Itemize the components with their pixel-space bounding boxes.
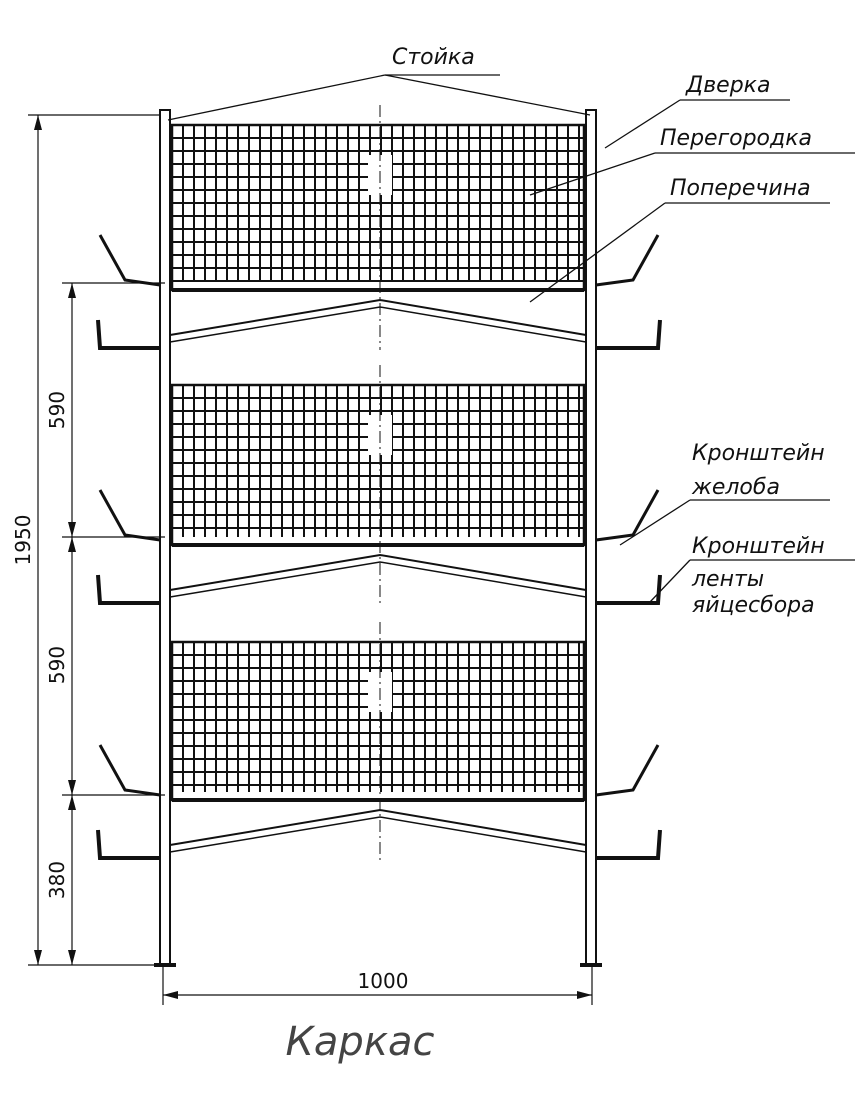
label-kronshtein-lenty-3: яйцесбора xyxy=(692,593,815,618)
crossbar xyxy=(169,298,587,336)
egg-belt-bracket-left xyxy=(96,574,160,605)
cage-mesh-tier-2 xyxy=(170,383,586,547)
trough-bracket-right xyxy=(595,234,660,287)
egg-belt-bracket-left xyxy=(96,829,160,860)
egg-belt-bracket-left xyxy=(96,319,160,350)
diagram-title: Каркас xyxy=(286,1019,435,1065)
trough-bracket-right xyxy=(595,489,660,542)
crossbar xyxy=(169,553,587,591)
trough-bracket-left xyxy=(98,489,161,542)
label-kronshtein-zheloba-2: желоба xyxy=(691,475,780,500)
egg-belt-bracket-right xyxy=(596,574,662,605)
trough-bracket-left xyxy=(98,744,161,797)
label-peregorodka: Перегородка xyxy=(660,126,812,151)
label-dverka: Дверка xyxy=(685,73,770,98)
dim-tier2: 590 xyxy=(45,646,69,684)
egg-belt-bracket-right xyxy=(596,319,662,350)
callouts xyxy=(167,74,855,603)
dim-total-height: 1950 xyxy=(11,515,35,566)
dimension-lines xyxy=(28,114,593,1005)
trough-bracket-right xyxy=(595,744,660,797)
trough-bracket-left xyxy=(98,234,161,287)
label-kronshtein-lenty-2: ленты xyxy=(691,567,764,592)
label-stoika: Стойка xyxy=(392,45,475,70)
label-kronshtein-lenty-1: Кронштейн xyxy=(692,534,825,559)
crossbar xyxy=(169,808,587,846)
dimension-arrows xyxy=(34,115,592,999)
label-poperechina: Поперечина xyxy=(670,176,811,201)
cage-mesh-tier-1 xyxy=(170,123,586,292)
post-right xyxy=(585,109,597,966)
crossbar xyxy=(169,816,587,853)
dim-width: 1000 xyxy=(358,969,409,993)
crossbar xyxy=(169,561,587,598)
dim-bottom: 380 xyxy=(45,861,69,899)
dim-tier1: 590 xyxy=(45,391,69,429)
egg-belt-bracket-right xyxy=(596,829,662,860)
label-kronshtein-zheloba-1: Кронштейн xyxy=(692,441,825,466)
